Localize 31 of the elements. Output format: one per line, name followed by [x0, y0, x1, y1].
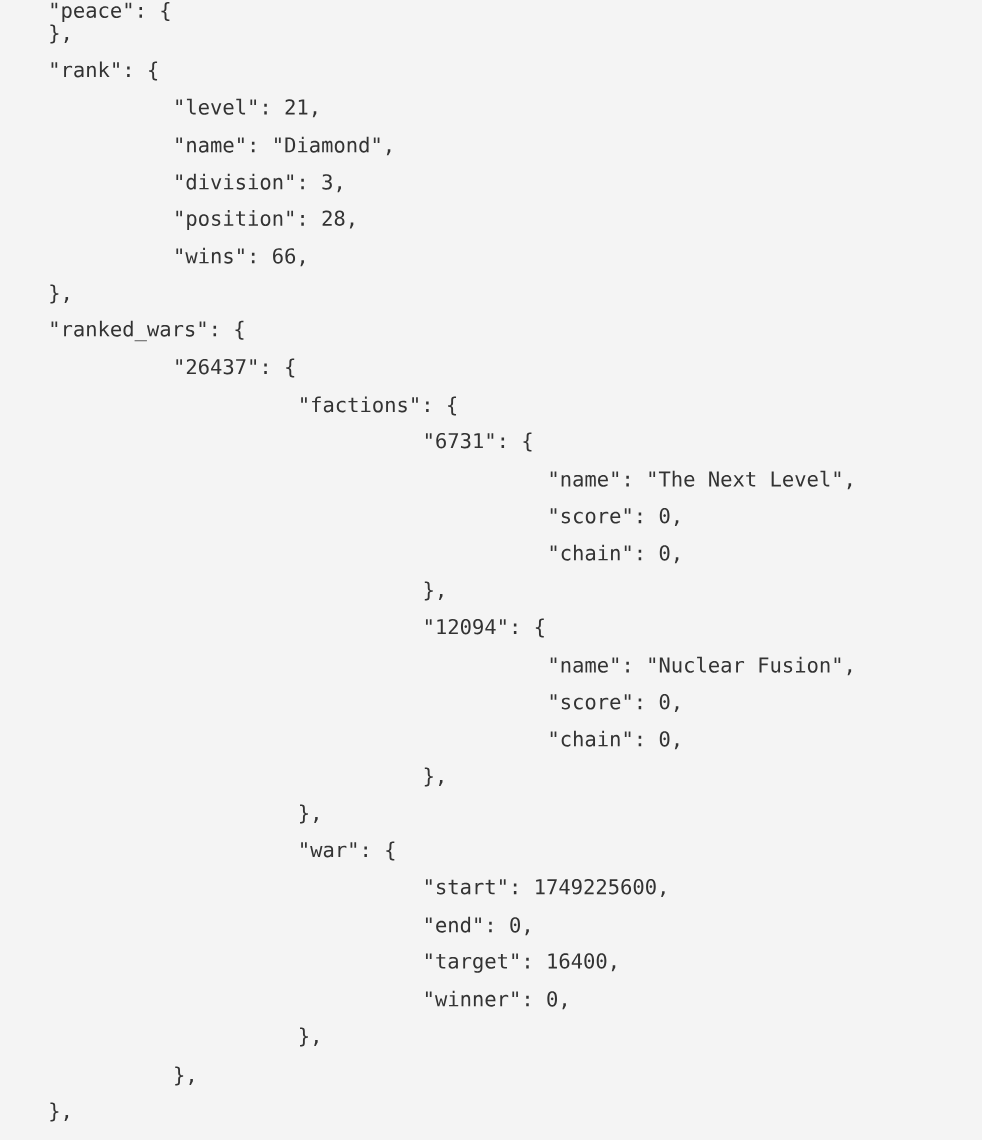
code-line: }, — [50, 1102, 69, 1122]
code-line: "position": 28, — [176, 210, 354, 230]
code-line: "winner": 0, — [426, 990, 566, 1010]
code-line: "6731": { — [426, 432, 532, 452]
code-line: "name": "Nuclear Fusion", — [550, 656, 852, 676]
code-line: "wins": 66, — [176, 247, 304, 267]
code-line: }, — [424, 581, 443, 601]
code-line: }, — [300, 1027, 318, 1047]
code-line: "12094": { — [426, 618, 544, 638]
code-line: }, — [424, 767, 443, 787]
code-line: }, — [175, 1066, 193, 1086]
code-line: "score": 0, — [550, 507, 679, 527]
code-line: }, — [50, 284, 69, 304]
code-line: "start": 1749225600, — [426, 878, 665, 898]
code-line: "war": { — [301, 841, 395, 861]
code-line: }, — [300, 804, 318, 824]
code-line: "target": 16400, — [426, 953, 616, 973]
code-line: "factions": { — [301, 396, 456, 416]
code-line: "name": "The Next Level", — [550, 470, 852, 490]
code-line: "rank": { — [51, 61, 158, 81]
code-line: "chain": 0, — [550, 544, 679, 564]
code-line: "score": 0, — [550, 693, 679, 713]
code-line: "chain": 0, — [550, 730, 679, 750]
code-line: "division": 3, — [176, 173, 341, 193]
code-line: "name": "Diamond", — [176, 136, 391, 156]
code-line: "peace": { — [51, 2, 170, 22]
code-line: "ranked_wars": { — [51, 320, 244, 342]
code-line: "end": 0, — [426, 916, 529, 936]
code-line: "26437": { — [176, 358, 295, 378]
code-line: "level": 21, — [176, 98, 317, 118]
code-line: }, — [50, 24, 69, 44]
